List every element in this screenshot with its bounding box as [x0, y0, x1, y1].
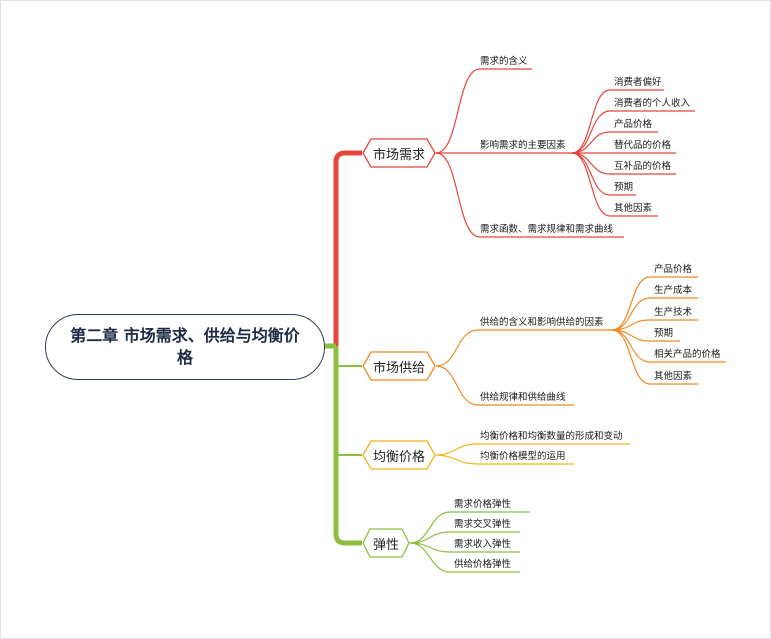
elasticity-item-2[interactable]: 需求交叉弹性 — [454, 519, 512, 530]
demand-factor-link-3 — [571, 131, 658, 154]
elasticity-item-4[interactable]: 供给价格弹性 — [454, 559, 512, 570]
supply-factor-link-6 — [611, 329, 698, 385]
branch-elasticity-label: 弹性 — [372, 537, 399, 553]
demand-factors[interactable]: 影响需求的主要因素 — [480, 140, 566, 151]
branch-equilibrium[interactable]: 均衡价格 — [362, 440, 436, 470]
supply-factor-3[interactable]: 生产技术 — [654, 307, 693, 318]
elasticity-link-2 — [409, 531, 520, 544]
demand-factor-1[interactable]: 消费者偏好 — [614, 77, 662, 88]
demand-factor-6[interactable]: 预期 — [614, 182, 634, 193]
equilibrium-link-2 — [435, 454, 574, 465]
branch-supply[interactable]: 市场供给 — [362, 351, 436, 381]
supply-meaning[interactable]: 供给的含义和影响供给的因素 — [480, 317, 604, 328]
branch-elasticity[interactable]: 弹性 — [362, 528, 410, 558]
supply-factor-6[interactable]: 其他因素 — [654, 371, 693, 382]
elasticity-link-4 — [409, 542, 520, 573]
elasticity-item-3[interactable]: 需求收入弹性 — [454, 539, 512, 550]
branch-demand[interactable]: 市场需求 — [362, 138, 436, 168]
demand-factor-3[interactable]: 产品价格 — [614, 119, 653, 130]
equilibrium-item-2[interactable]: 均衡价格模型的运用 — [480, 451, 566, 462]
demand-factor-link-7 — [571, 152, 658, 217]
equilibrium-link-1 — [435, 443, 630, 456]
supply-factor-5[interactable]: 相关产品的价格 — [654, 349, 721, 360]
supply-link-meaning — [435, 329, 612, 367]
trunk-upper — [333, 150, 362, 346]
demand-factor-7[interactable]: 其他因素 — [614, 203, 653, 214]
branch-demand-label: 市场需求 — [372, 147, 425, 163]
demand-link-function — [435, 152, 624, 238]
elasticity-link-1 — [409, 511, 530, 544]
demand-factor-4[interactable]: 替代品的价格 — [614, 140, 672, 151]
supply-factor-4[interactable]: 预期 — [654, 328, 674, 339]
elasticity-item-1[interactable]: 需求价格弹性 — [454, 499, 512, 510]
supply-factor-link-5 — [611, 329, 726, 363]
root-topic-label: 第二章 市场需求、供给与均衡价格 — [70, 326, 300, 367]
demand-factor-2[interactable]: 消费者的个人收入 — [614, 98, 691, 109]
demand-factor-link-2 — [571, 110, 695, 154]
demand-meaning[interactable]: 需求的含义 — [480, 56, 528, 67]
branch-equilibrium-label: 均衡价格 — [372, 449, 425, 465]
demand-link-meaning — [435, 68, 532, 154]
supply-factor-1[interactable]: 产品价格 — [654, 264, 693, 275]
trunk-lower — [333, 346, 362, 546]
supply-factor-link-3 — [611, 319, 698, 331]
root-topic[interactable]: 第二章 市场需求、供给与均衡价格 — [45, 314, 325, 380]
supply-factor-2[interactable]: 生产成本 — [654, 285, 693, 296]
supply-factor-link-1 — [611, 276, 698, 331]
supply-law[interactable]: 供给规律和供给曲线 — [480, 392, 566, 403]
demand-function[interactable]: 需求函数、需求规律和需求曲线 — [480, 224, 614, 235]
branch-supply-label: 市场供给 — [372, 360, 425, 376]
supply-link-law — [435, 365, 574, 406]
demand-factor-link-1 — [571, 89, 664, 154]
equilibrium-item-1[interactable]: 均衡价格和均衡数量的形成和变动 — [480, 431, 623, 442]
demand-factor-5[interactable]: 互补品的价格 — [614, 161, 672, 172]
supply-factor-link-2 — [611, 297, 698, 331]
